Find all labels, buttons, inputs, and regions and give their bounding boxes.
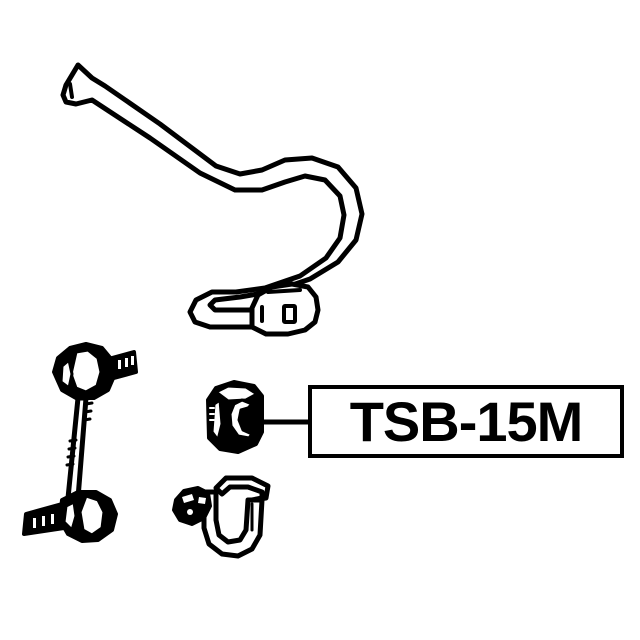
link-top-joint-left-face [59, 358, 74, 390]
stabilizer-bar-tip-line [68, 82, 74, 99]
stabilizer-bar-outline [60, 62, 365, 330]
bushing-edge-slots [209, 407, 215, 421]
bushing-bracket-part [172, 475, 271, 559]
link-rod-threads [65, 401, 94, 467]
bushing-left-face [210, 398, 224, 442]
bracket-left-ear-highlights [182, 494, 206, 515]
bushing-top-face [214, 384, 259, 403]
link-top-stud-threads [118, 356, 134, 369]
link-top-stud [110, 350, 138, 380]
link-bottom-stud-threads [33, 514, 54, 528]
stabilizer-bar-eye-hole [282, 304, 297, 324]
part-number-text: TSB-15M [349, 389, 584, 453]
bracket-right-flange [213, 475, 271, 503]
stabilizer-bar-fitting-seam [266, 288, 302, 294]
stabilizer-bushing-part [206, 380, 264, 454]
link-top-joint-boot [69, 348, 103, 394]
part-number-label-box: TSB-15M [308, 385, 624, 458]
bracket-left-ear [172, 486, 212, 526]
bushing-bore-c-shape [228, 398, 254, 440]
stabilizer-bar-part [60, 62, 365, 337]
stabilizer-link-part [22, 342, 138, 543]
bracket-inner-seam [238, 484, 258, 492]
link-bottom-joint-boot [78, 494, 106, 537]
